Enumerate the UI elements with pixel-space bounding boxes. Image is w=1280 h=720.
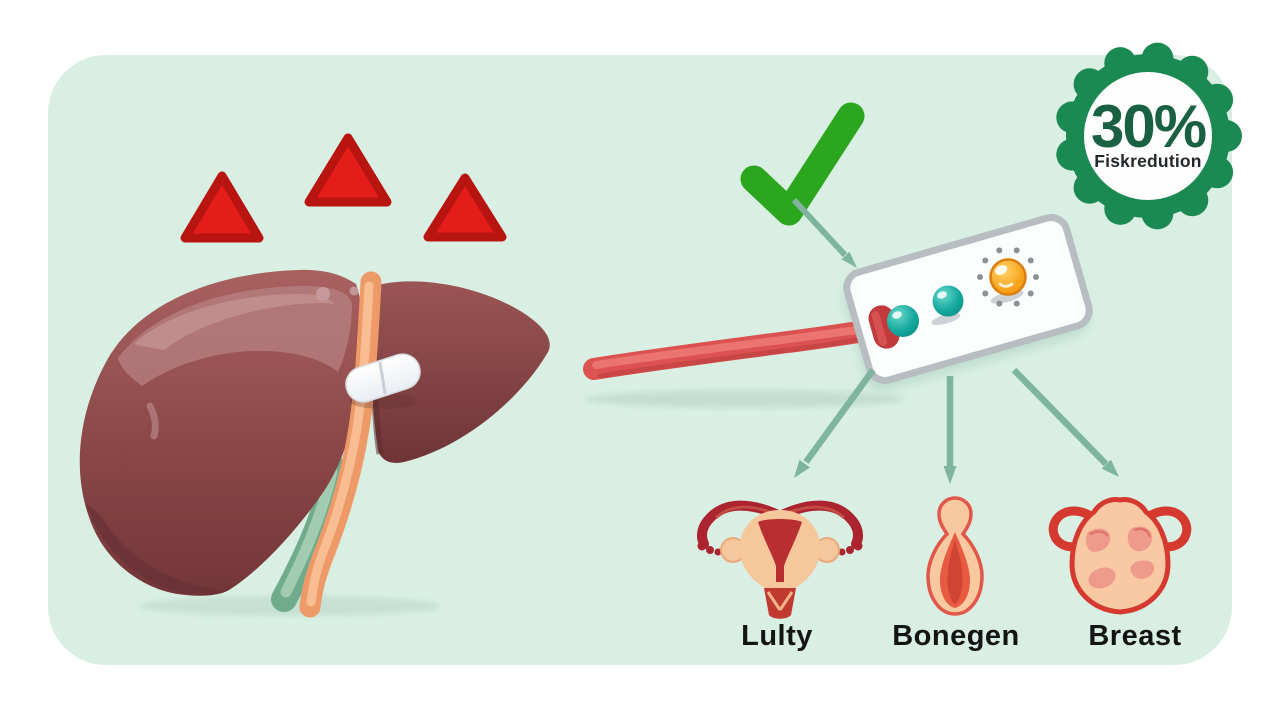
liver-highlight [118, 286, 352, 386]
sphere-glint [998, 282, 1014, 288]
bile-duct-green [271, 457, 349, 612]
organ-label-uterus: Lulty [741, 620, 813, 652]
vessel-orange [299, 271, 382, 618]
liver-highlight-dot [349, 286, 359, 296]
green-checkmark-icon [740, 102, 865, 226]
arrow-check-to-device [791, 197, 857, 268]
sphere-glint [892, 311, 902, 319]
indicator-dots [977, 247, 1039, 307]
badge-caption: Fiskredution [1094, 151, 1202, 171]
badge-inner-circle [1084, 72, 1212, 200]
cervix-icon [926, 496, 984, 616]
organ-label-breast: Breast [1088, 620, 1182, 652]
risk-reduction-badge [1056, 42, 1242, 230]
liver-bottom-shade [86, 504, 229, 595]
indicator-sphere-teal-2 [932, 285, 964, 317]
liver-illustration [79, 269, 550, 618]
warning-triangle-icon [304, 133, 392, 207]
liver-highlight-dot [316, 287, 330, 301]
uterus-icon [697, 500, 863, 619]
red-catheter-tube [583, 318, 889, 380]
sphere-shadow [931, 313, 961, 325]
arrow-to-breast [1011, 367, 1119, 477]
liver-sheen [134, 294, 334, 350]
warning-triangles [180, 133, 507, 243]
liver-right-lobe [371, 281, 550, 463]
indicator-sphere-teal-1 [887, 305, 919, 337]
liver-highlight-comma [146, 402, 159, 440]
indicator-sphere-orange [989, 258, 1027, 296]
breast-lobules [1086, 526, 1155, 589]
sphere-glint [937, 291, 947, 299]
device-to-organ-arrows [794, 367, 1119, 484]
badge-percent: 30% [1090, 93, 1207, 160]
warning-triangle-icon [423, 173, 507, 242]
sphere-glint [994, 265, 1008, 275]
breast-icon [1048, 497, 1192, 615]
pill-icon [345, 353, 421, 403]
arrow-to-uterus [794, 368, 876, 478]
organ-label-cervix: Bonegen [892, 620, 1020, 652]
arrow-to-cervix [943, 376, 957, 484]
device-card [843, 214, 1093, 384]
tube-shadow [585, 390, 905, 408]
warning-triangle-icon [180, 171, 264, 243]
device-card-body [843, 214, 1093, 384]
